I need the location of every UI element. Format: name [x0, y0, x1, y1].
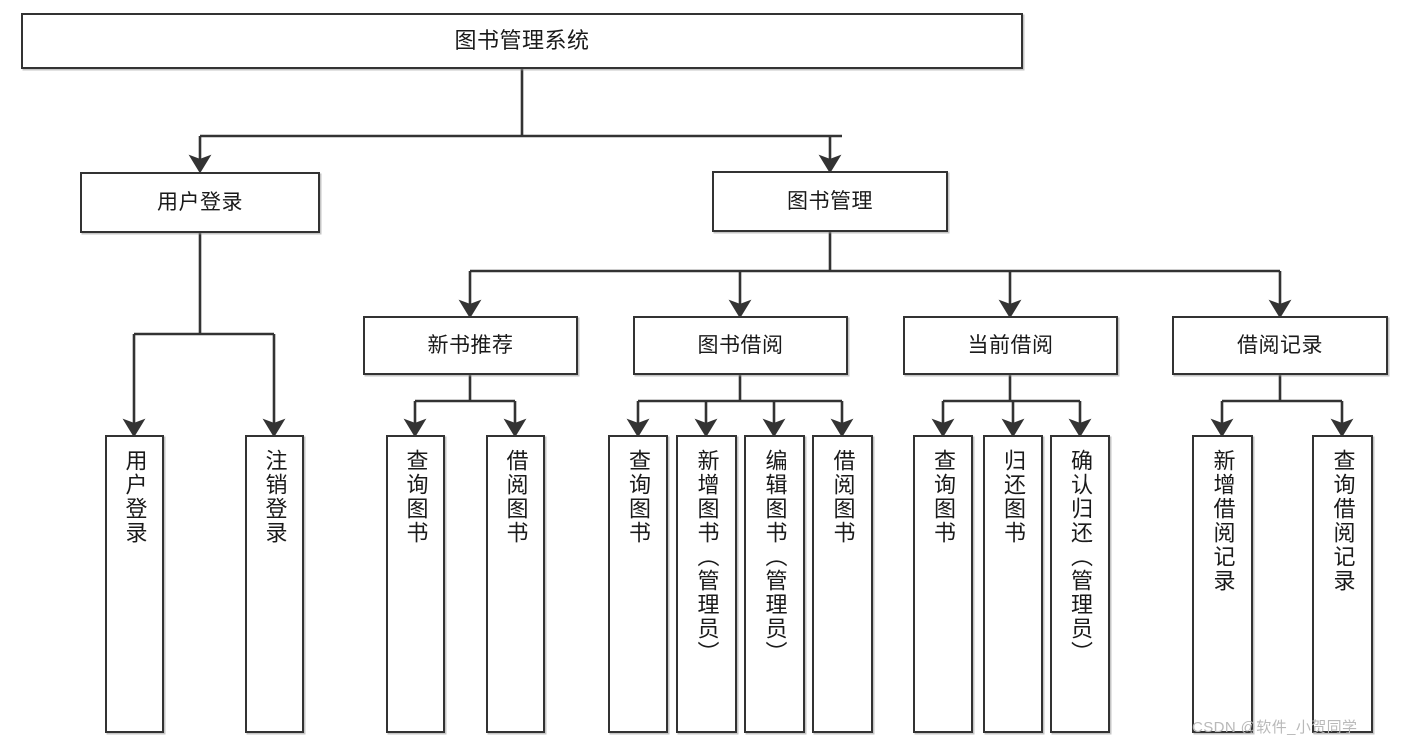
leaf-borrow-book[interactable]: 借阅图书: [812, 435, 873, 733]
node-current-borrow[interactable]: 当前借阅: [903, 316, 1118, 375]
node-label: 图书管理: [787, 189, 873, 213]
node-book-borrow[interactable]: 图书借阅: [633, 316, 848, 375]
node-label: 查询图书: [930, 449, 956, 545]
node-label: 新增借阅记录: [1210, 449, 1236, 593]
node-label: 编辑图书（管理员）: [762, 449, 788, 665]
node-label: 查询借阅记录: [1330, 449, 1356, 593]
node-label: 注销登录: [262, 449, 288, 545]
node-new-book-recommend[interactable]: 新书推荐: [363, 316, 578, 375]
leaf-user-login[interactable]: 用户登录: [105, 435, 164, 733]
node-label: 借阅图书: [503, 449, 529, 545]
csdn-watermark: CSDN @软件_小贺同学: [1192, 719, 1358, 736]
node-label: 用户登录: [122, 449, 148, 545]
leaf-edit-book-admin[interactable]: 编辑图书（管理员）: [744, 435, 805, 733]
node-label: 图书借阅: [697, 333, 784, 357]
node-root[interactable]: 图书管理系统: [21, 13, 1023, 69]
node-label: 借阅记录: [1237, 333, 1323, 357]
leaf-logout[interactable]: 注销登录: [245, 435, 304, 733]
node-user-login[interactable]: 用户登录: [80, 172, 320, 233]
node-label: 图书管理系统: [454, 27, 590, 53]
leaf-borrow-book-recommend[interactable]: 借阅图书: [486, 435, 545, 733]
node-label: 新增图书（管理员）: [694, 449, 720, 665]
leaf-confirm-return-admin[interactable]: 确认归还（管理员）: [1050, 435, 1110, 733]
leaf-add-borrow-record[interactable]: 新增借阅记录: [1192, 435, 1253, 733]
node-label: 借阅图书: [830, 449, 856, 545]
leaf-query-book-borrow[interactable]: 查询图书: [608, 435, 668, 733]
leaf-query-book-recommend[interactable]: 查询图书: [386, 435, 445, 733]
leaf-add-book-admin[interactable]: 新增图书（管理员）: [676, 435, 737, 733]
node-book-management[interactable]: 图书管理: [712, 171, 948, 232]
node-borrow-records[interactable]: 借阅记录: [1172, 316, 1388, 375]
node-label: 新书推荐: [427, 333, 514, 357]
node-label: 当前借阅: [967, 333, 1054, 357]
node-label: 用户登录: [157, 190, 243, 214]
leaf-return-book[interactable]: 归还图书: [983, 435, 1043, 733]
node-label: 查询图书: [625, 449, 651, 545]
leaf-query-borrow-record[interactable]: 查询借阅记录: [1312, 435, 1373, 733]
leaf-query-book-current[interactable]: 查询图书: [913, 435, 973, 733]
node-label: 归还图书: [1000, 449, 1026, 545]
node-label: 查询图书: [403, 449, 429, 545]
node-label: 确认归还（管理员）: [1067, 449, 1093, 665]
